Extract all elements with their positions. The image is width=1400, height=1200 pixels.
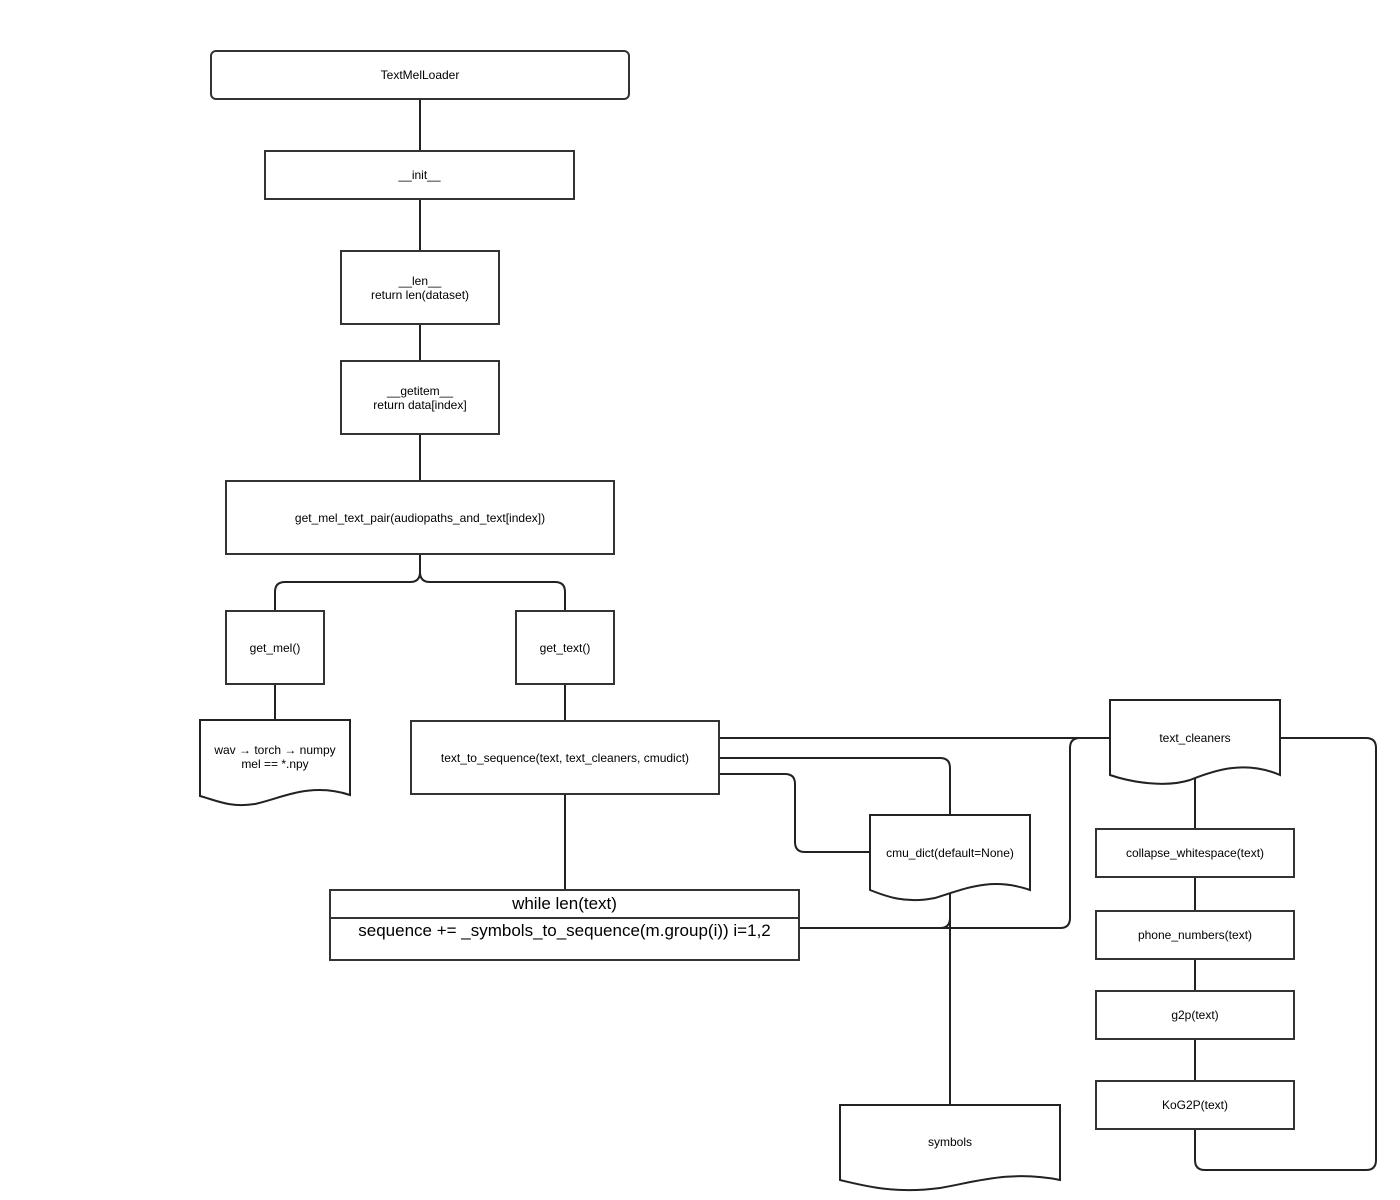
node-init-label: __init__ — [398, 168, 441, 182]
node-g2p-label: g2p(text) — [1171, 1008, 1219, 1022]
node-len-line1: __len__ — [398, 273, 442, 288]
node-textmelloader-label: TextMelLoader — [380, 68, 460, 82]
node-getitem: __getitem__ return data[index] — [340, 360, 500, 435]
node-text-to-sequence: text_to_sequence(text, text_cleaners, cm… — [410, 720, 720, 795]
node-kog2p-label: KoG2P(text) — [1161, 1098, 1229, 1112]
node-init: __init__ — [264, 150, 575, 200]
node-get-mel: get_mel() — [225, 610, 325, 685]
node-while-loop-body: sequence += _symbols_to_sequence(m.group… — [358, 921, 771, 940]
node-get-mel-text-pair-label: get_mel_text_pair(audiopaths_and_text[in… — [294, 510, 546, 525]
text-cleaners-doc-shape — [1109, 699, 1281, 785]
symbols-doc-shape — [839, 1104, 1061, 1192]
node-getitem-line1: __getitem__ — [386, 383, 454, 398]
node-g2p: g2p(text) — [1095, 990, 1295, 1040]
node-mel-doc: wav → torch → numpy mel == *.npy — [200, 735, 350, 779]
edge-kog2p-loop — [1194, 737, 1377, 1171]
cmudict-doc-shape — [869, 814, 1031, 902]
node-get-mel-text-pair: get_mel_text_pair(audiopaths_and_text[in… — [225, 480, 615, 555]
node-text-to-sequence-label: text_to_sequence(text, text_cleaners, cm… — [440, 750, 690, 765]
edge-pair-getmel — [274, 555, 421, 610]
node-text-cleaners-label: text_cleaners — [1159, 731, 1231, 745]
node-collapse-whitespace-label: collapse_whitespace(text) — [1125, 846, 1265, 860]
node-phone-numbers: phone_numbers(text) — [1095, 910, 1295, 960]
node-symbols-label: symbols — [927, 1135, 972, 1149]
node-get-text: get_text() — [515, 610, 615, 685]
node-cmu-dict: cmu_dict(default=None) — [870, 835, 1030, 871]
node-textmelloader: TextMelLoader — [210, 50, 630, 100]
node-symbols: symbols — [840, 1124, 1060, 1160]
node-get-text-label: get_text() — [539, 640, 591, 655]
node-collapse-whitespace: collapse_whitespace(text) — [1095, 828, 1295, 878]
node-kog2p: KoG2P(text) — [1095, 1080, 1295, 1130]
edge-t2s-cmudict — [720, 773, 870, 853]
node-phone-numbers-label: phone_numbers(text) — [1137, 928, 1253, 942]
edge-t2s-symbols — [720, 757, 951, 815]
mel-doc-shape — [199, 719, 351, 806]
edge-pair-gettext — [419, 555, 566, 610]
node-mel-doc-line2: mel == *.npy — [241, 757, 309, 771]
node-len: __len__ return len(dataset) — [340, 250, 500, 325]
node-cmu-dict-label: cmu_dict(default=None) — [886, 846, 1014, 860]
node-while-loop: while len(text) sequence += _symbols_to_… — [329, 889, 800, 961]
edge-loop-cleaners — [800, 737, 1110, 929]
node-text-cleaners: text_cleaners — [1110, 720, 1280, 756]
node-while-loop-header: while len(text) — [331, 891, 798, 919]
node-len-line2: return len(dataset) — [370, 287, 470, 302]
node-get-mel-label: get_mel() — [249, 640, 301, 655]
node-mel-doc-line1: wav → torch → numpy — [214, 743, 336, 757]
node-getitem-line2: return data[index] — [373, 397, 467, 412]
